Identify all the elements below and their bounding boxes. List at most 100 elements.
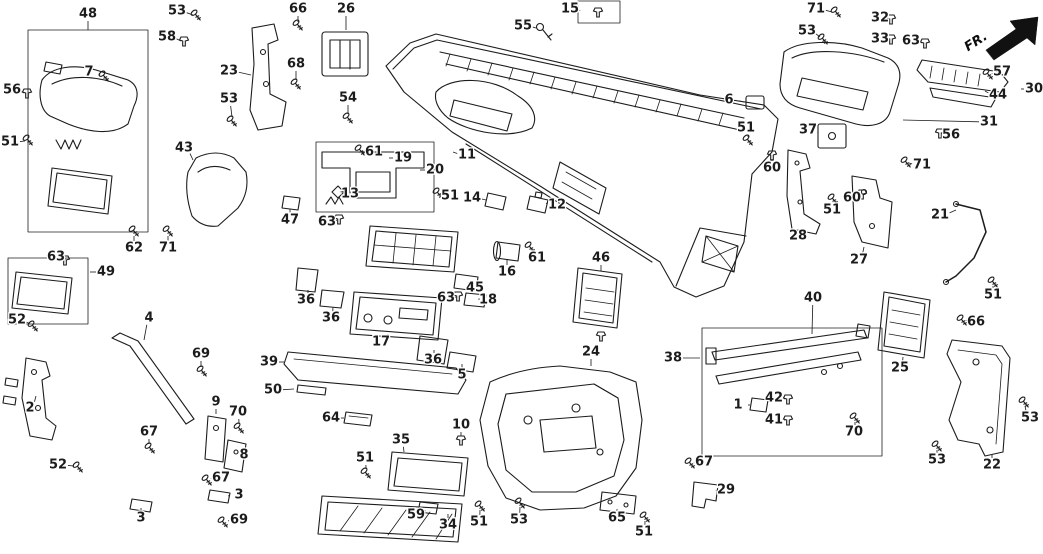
lower-vent-34: [317, 495, 463, 543]
part-number-label: 65: [608, 511, 626, 526]
part-number-label: 71: [807, 2, 825, 17]
part-number-label: 37: [799, 123, 817, 138]
clip-icon: [592, 7, 604, 18]
screw-icon: [233, 422, 244, 434]
rail-4: [111, 332, 195, 425]
bracket-29: [691, 481, 719, 509]
part-number-label: 51: [1, 135, 19, 150]
part-number-label: 30: [1025, 82, 1043, 97]
duct-5: [446, 351, 477, 373]
part-number-label: 46: [592, 251, 610, 266]
screw-icon: [290, 78, 301, 90]
leader-line: [403, 446, 405, 453]
part-number-label: 70: [229, 405, 247, 420]
clip-icon: [333, 214, 345, 225]
side-vent-46: [572, 267, 623, 329]
part-number-label: 40: [804, 291, 822, 306]
leader-line: [920, 41, 923, 44]
part-number-label: 21: [931, 208, 949, 223]
screw-icon: [196, 365, 207, 377]
glovebox-frame: [479, 365, 643, 511]
column-cover: [186, 152, 248, 227]
clip-icon: [766, 150, 778, 161]
screw-icon: [987, 276, 998, 288]
diagram-line-art: [2, 0, 1039, 543]
part-number-label: 34: [439, 518, 457, 533]
part-number-label: 57: [993, 65, 1011, 80]
leader-line: [738, 100, 745, 103]
part-37: [817, 123, 847, 149]
part-50: [296, 384, 327, 396]
part-number-label: 6: [724, 93, 733, 108]
part-number-label: 51: [441, 189, 459, 204]
reinforcement-box-38: [701, 323, 883, 457]
part-number-label: 70: [845, 425, 863, 440]
center-vent-upper: [321, 31, 369, 77]
part-number-label: 51: [984, 288, 1002, 303]
part-number-label: 11: [458, 148, 476, 163]
screw-icon: [72, 461, 83, 473]
bracket-65: [599, 491, 637, 515]
bracket-59: [417, 501, 439, 515]
bracket-45: [453, 273, 479, 292]
part-number-label: 12: [548, 198, 566, 213]
part-number-label: 54: [339, 91, 357, 106]
bracket-9: [204, 415, 227, 463]
screw-icon: [817, 33, 828, 45]
part-number-label: 63: [437, 291, 455, 306]
screw-icon: [98, 70, 109, 82]
part-number-label: 48: [79, 7, 97, 22]
clip-icon: [885, 34, 897, 45]
leader-line: [859, 194, 862, 196]
bracket-3a: [207, 489, 231, 504]
part-number-label: 36: [424, 353, 442, 368]
duct-36b: [319, 289, 345, 309]
leader-line: [186, 12, 194, 16]
part-number-label: 71: [913, 158, 931, 173]
leader-line: [902, 119, 980, 123]
screw-icon: [360, 467, 371, 479]
part-number-label: 27: [850, 253, 868, 268]
screw-icon: [27, 320, 38, 332]
part-number-label: 51: [823, 203, 841, 218]
part-number-label: 53: [928, 453, 946, 468]
part-number-label: 67: [695, 455, 713, 470]
part-15-box: [577, 0, 621, 24]
screw-icon: [931, 440, 942, 452]
leader-line: [984, 90, 989, 94]
bracket-2: [2, 357, 57, 441]
part-number-label: 19: [394, 151, 412, 166]
part-number-label: 31: [980, 115, 998, 130]
part-number-label: 51: [635, 525, 653, 540]
part-number-label: 8: [239, 448, 248, 463]
part-number-label: 52: [49, 458, 67, 473]
screw-icon: [827, 193, 838, 205]
part-number-label: 58: [158, 30, 176, 45]
clip-icon: [59, 255, 71, 266]
part-number-label: 71: [159, 241, 177, 256]
part-number-label: 55: [514, 19, 532, 34]
screw-icon: [226, 115, 237, 127]
clip-icon: [455, 435, 467, 446]
part-number-label: 64: [322, 411, 340, 426]
part-number-label: 26: [337, 2, 355, 17]
leader-line: [21, 91, 25, 94]
part-number-label: 28: [789, 229, 807, 244]
part-number-label: 67: [212, 471, 230, 486]
leader-line: [815, 33, 821, 38]
screw-icon: [22, 134, 33, 146]
part-number-label: 51: [356, 451, 374, 466]
defroster-garnish: [916, 59, 1009, 108]
clip-icon: [782, 394, 794, 405]
part-number-label: 14: [463, 191, 481, 206]
fastener-icons: [21, 6, 1029, 528]
screw-icon: [128, 225, 139, 237]
part-number-label: 53: [510, 513, 528, 528]
part-number-label: 60: [843, 191, 861, 206]
part-number-label: 2: [25, 401, 34, 416]
part-number-label: 66: [967, 315, 985, 330]
glovebox-tray-group: [7, 257, 89, 325]
part-number-label: 36: [297, 293, 315, 308]
